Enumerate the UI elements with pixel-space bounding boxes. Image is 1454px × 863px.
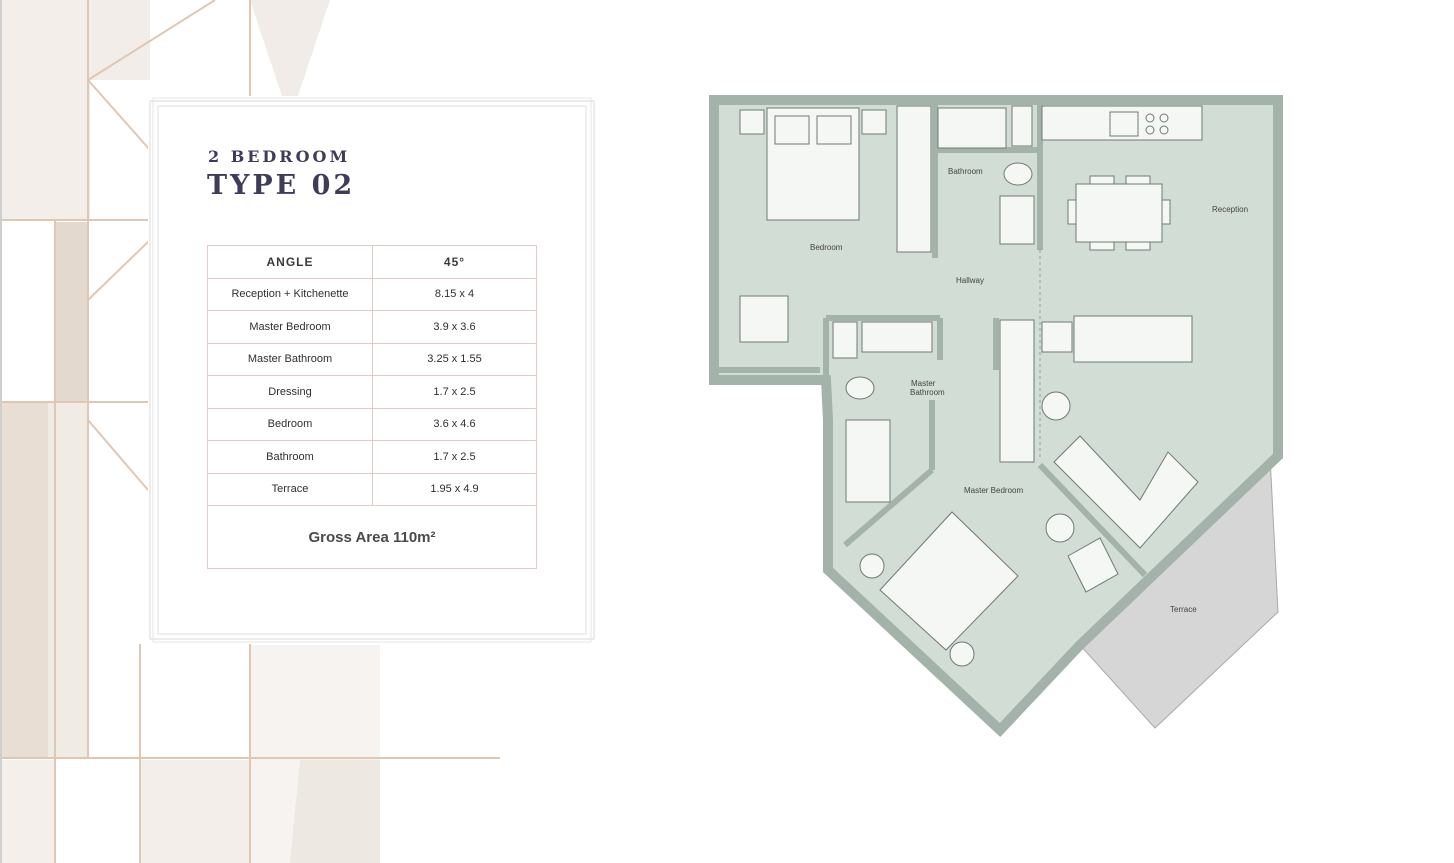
table-header-row: ANGLE 45° bbox=[207, 245, 537, 279]
room-label-hallway: Hallway bbox=[956, 276, 984, 285]
room-label-bedroom: Bedroom bbox=[810, 243, 843, 252]
room-name: Master Bedroom bbox=[207, 310, 373, 344]
master-armchair bbox=[1067, 537, 1119, 593]
room-dimensions-table: ANGLE 45° Reception + Kitchenette 8.15 x… bbox=[207, 245, 537, 569]
room-name: Dressing bbox=[207, 375, 373, 409]
room-label-master-bathroom-2: Bathroom bbox=[910, 388, 945, 397]
master-bed bbox=[859, 511, 1019, 667]
side-table bbox=[1041, 391, 1071, 421]
room-label-master-bathroom-1: Master bbox=[911, 379, 936, 388]
table-row: Reception + Kitchenette 8.15 x 4 bbox=[207, 277, 537, 311]
dressing-wardrobe bbox=[999, 319, 1035, 463]
reception-sofa bbox=[1041, 315, 1193, 363]
apartment-floor bbox=[709, 95, 1283, 738]
unit-type-title: TYPE 02 bbox=[207, 170, 356, 201]
angle-header: ANGLE bbox=[207, 245, 373, 279]
room-size: 8.15 x 4 bbox=[372, 277, 537, 311]
room-name: Master Bathroom bbox=[207, 342, 373, 376]
room-label-master-bedroom: Master Bedroom bbox=[964, 486, 1023, 495]
kitchenette bbox=[1041, 105, 1203, 141]
room-label-reception: Reception bbox=[1212, 205, 1248, 214]
gross-area-row: Gross Area 110m² bbox=[207, 505, 537, 569]
table-row: Master Bedroom 3.9 x 3.6 bbox=[207, 310, 537, 344]
room-name: Terrace bbox=[207, 472, 373, 506]
table-row: Dressing 1.7 x 2.5 bbox=[207, 375, 537, 409]
room-size: 3.25 x 1.55 bbox=[372, 342, 537, 376]
bedroom-count-heading: 2 BEDROOM bbox=[208, 147, 351, 166]
table-row: Bedroom 3.6 x 4.6 bbox=[207, 407, 537, 441]
room-size: 1.7 x 2.5 bbox=[372, 440, 537, 474]
bathroom-fixtures bbox=[937, 105, 1035, 245]
room-size: 1.7 x 2.5 bbox=[372, 375, 537, 409]
room-label-terrace: Terrace bbox=[1170, 605, 1197, 614]
angle-value-header: 45° bbox=[372, 245, 537, 279]
floor-plan: Bedroom Bathroom Hallway Reception Maste… bbox=[709, 95, 1283, 738]
room-size: 3.6 x 4.6 bbox=[372, 407, 537, 441]
room-name: Bedroom bbox=[207, 407, 373, 441]
bedroom-bed bbox=[739, 107, 887, 221]
room-name: Bathroom bbox=[207, 440, 373, 474]
master-bathroom-fixtures bbox=[832, 321, 933, 503]
bedroom-armchair bbox=[739, 295, 789, 343]
table-row: Terrace 1.95 x 4.9 bbox=[207, 472, 537, 506]
room-size: 1.95 x 4.9 bbox=[372, 472, 537, 506]
bedroom-wardrobe bbox=[896, 105, 932, 253]
table-row: Bathroom 1.7 x 2.5 bbox=[207, 440, 537, 474]
corner-sofa bbox=[1053, 435, 1199, 549]
master-side-table bbox=[1045, 513, 1075, 543]
room-size: 3.9 x 3.6 bbox=[372, 310, 537, 344]
room-name: Reception + Kitchenette bbox=[207, 277, 373, 311]
gross-area: Gross Area 110m² bbox=[207, 505, 537, 569]
dining-table bbox=[1067, 175, 1171, 251]
room-label-bathroom: Bathroom bbox=[948, 167, 983, 176]
table-row: Master Bathroom 3.25 x 1.55 bbox=[207, 342, 537, 376]
